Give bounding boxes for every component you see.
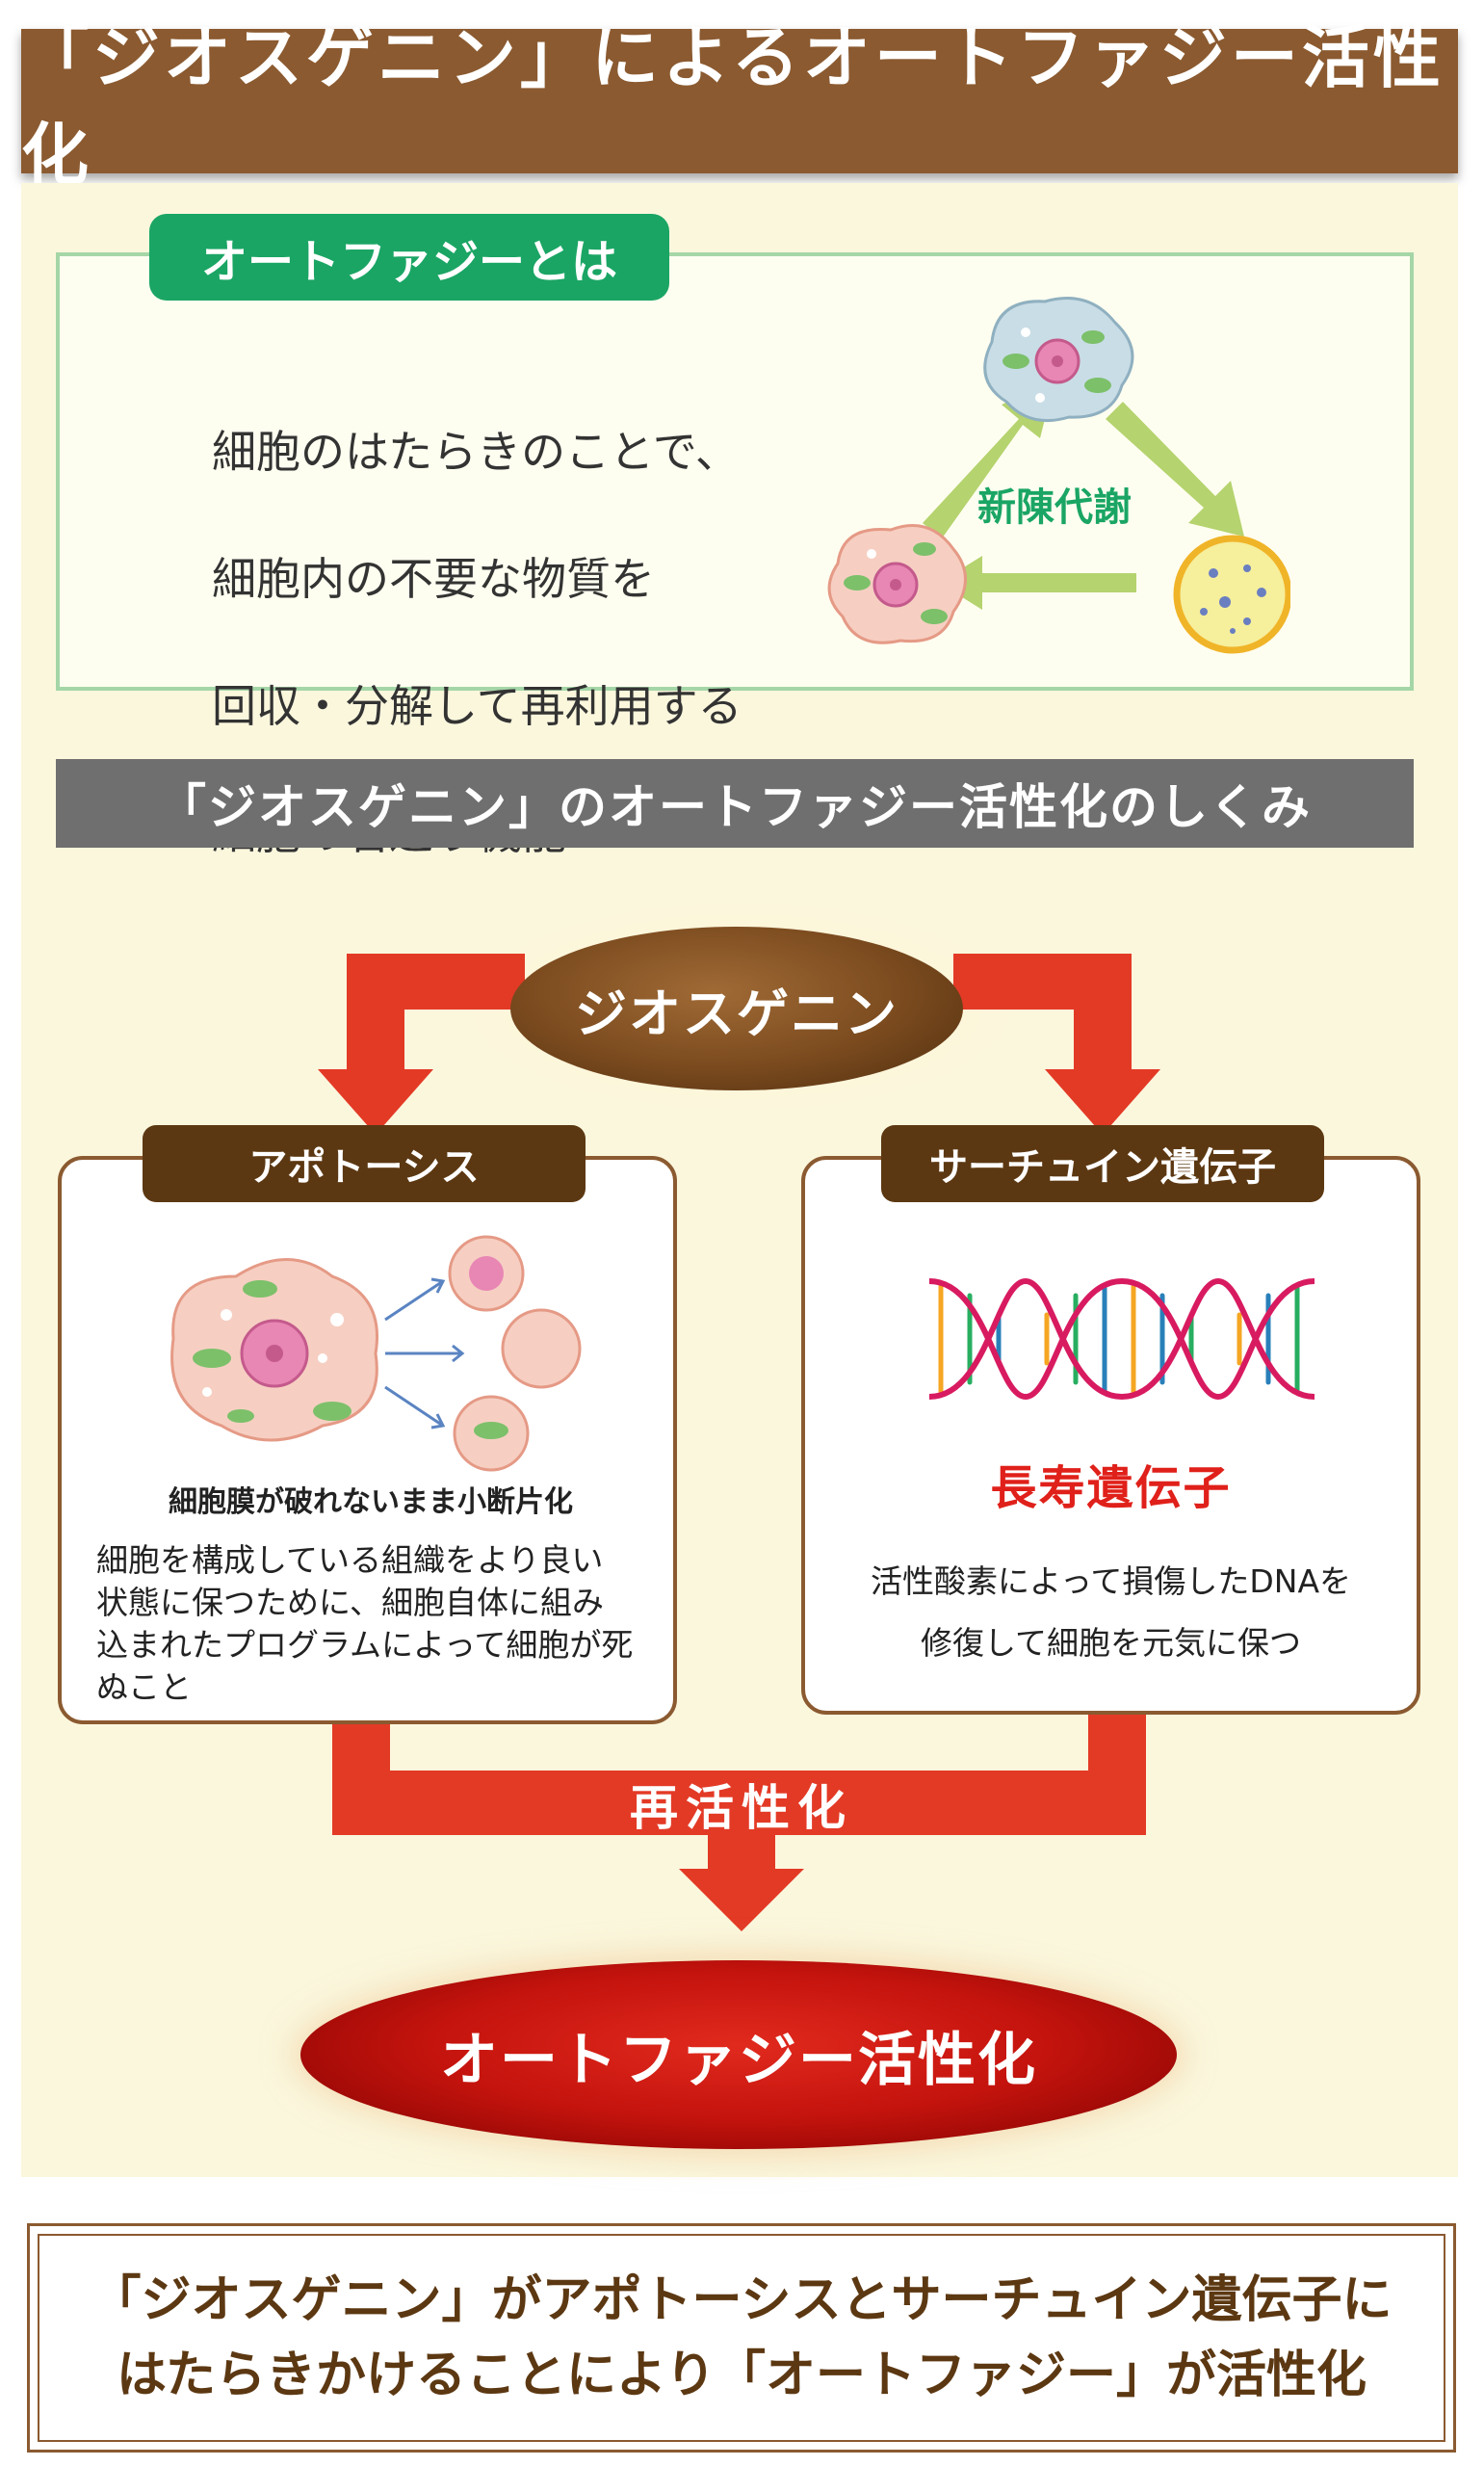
blue-cell-icon [983,297,1134,423]
sirtuin-tab: サーチュイン遺伝子 [881,1125,1324,1202]
sirtuin-description: 活性酸素によって損傷したDNAを 修復して細胞を元気に保つ [830,1551,1392,1674]
fragment-cell-icon [501,1308,582,1389]
page-title: 「ジオスゲニン」によるオートファジー活性化 [21,18,1458,195]
cycle-arrow-left [939,556,1136,610]
apoptosis-description-line: 状態に保つために、細胞自体に組み [96,1584,605,1621]
definition-line: 細胞のはたらきのことで、 [212,426,740,478]
fragment-cell-icon [453,1395,530,1472]
apoptosis-caption: 細胞膜が破れないまま小断片化 [169,1485,573,1519]
definition-line: 回収・分解して再利用する [212,680,742,732]
split-arrow-right-head [1045,1069,1160,1135]
fragment-arrows [384,1277,465,1430]
apoptosis-description-line: ぬこと [96,1668,192,1706]
apoptosis-description-line: 込まれたプログラムによって細胞が死 [96,1626,634,1664]
apoptosis-description: 細胞を構成している組織をより良い 状態に保つために、細胞自体に組み 込まれたプロ… [96,1539,655,1709]
cycle-arrow-down [1106,402,1244,537]
apoptosis-description-line: 細胞を構成している組織をより良い [96,1541,604,1579]
merge-arrow-head [679,1869,804,1931]
autophagy-heading: オートファジーとは [149,214,669,301]
merge-arrow-body [332,1715,1146,1835]
split-arrow-left-head [318,1069,433,1135]
conclusion-box: 「ジオスゲニン」がアポトーシスとサーチュイン遺伝子に はたらきかけることにより「… [27,2223,1456,2453]
reactivation-label: 再活性化 [630,1780,853,1836]
diosgenin-oval: ジオスゲニン [510,927,963,1090]
apoptosis-tab: アポトーシス [143,1125,586,1202]
split-arrow-left-body [347,954,525,1079]
conclusion-inner: 「ジオスゲニン」がアポトーシスとサーチュイン遺伝子に はたらきかけることにより「… [38,2234,1445,2442]
large-cell-icon [170,1258,378,1442]
sirtuin-description-line: 活性酸素によって損傷したDNAを [870,1562,1352,1600]
fragment-cell-icon [448,1235,525,1312]
metabolism-cycle-diagram: 新陳代謝 [827,297,1290,654]
conclusion-line: はたらきかけることにより「オートファジー」が活性化 [117,2347,1367,2404]
apoptosis-illustration [170,1235,582,1472]
mechanism-heading: 「ジオスゲニン」のオートファジー活性化のしくみ [56,759,1414,848]
split-arrow-right-body [953,954,1132,1079]
cycle-arrow-up [923,380,1054,538]
cycle-label: 新陳代謝 [977,485,1132,530]
yellow-cell-icon [1173,535,1290,654]
longevity-gene-label: 長寿遺伝子 [990,1461,1232,1515]
apoptosis-card [58,1156,677,1724]
autophagy-activation-oval: オートファジー活性化 [300,1960,1177,2149]
merge-arrow-stem [708,1825,775,1874]
conclusion-line: 「ジオスゲニン」がアポトーシスとサーチュイン遺伝子に [91,2271,1393,2329]
definition-line: 細胞内の不要な物質を [212,553,655,605]
sirtuin-description-line: 修復して細胞を元気に保つ [920,1624,1301,1662]
dna-helix-icon [929,1277,1315,1401]
pink-cell-icon [827,524,967,644]
